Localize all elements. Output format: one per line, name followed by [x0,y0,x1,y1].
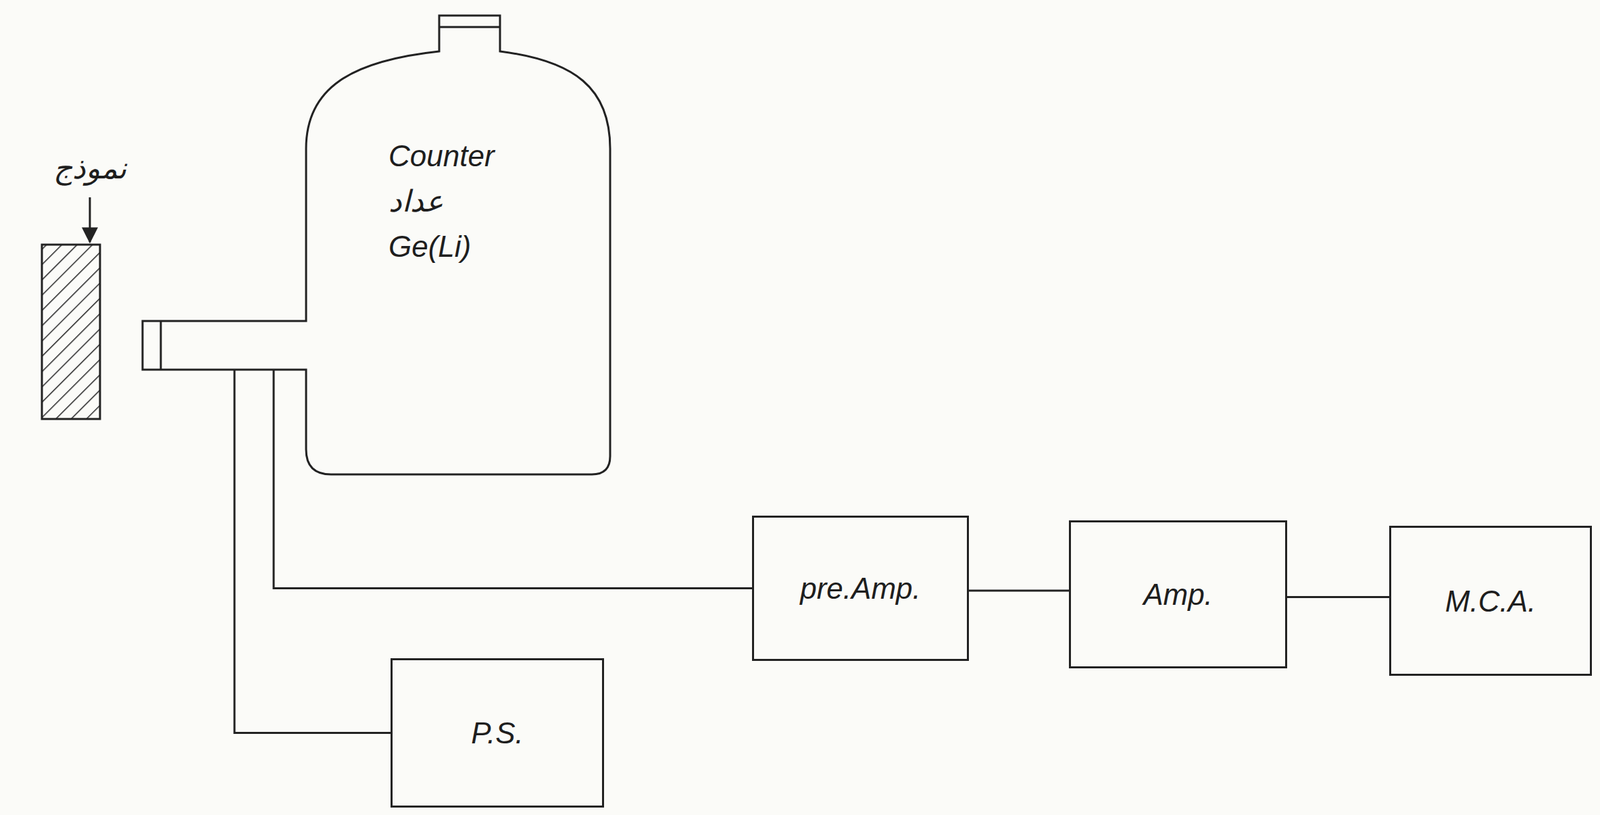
detector-label: Counter [388,137,495,175]
box-label: pre.Amp. [800,569,921,607]
sample-holder: نموذج [22,145,158,419]
signal-wire [968,589,1069,592]
hatched-sample [41,244,100,419]
sample-label: نموذج [53,149,127,187]
detector-label: Ge(Li) [388,227,471,265]
preamplifier-box: pre.Amp. [752,515,969,661]
box-label: M.C.A. [1445,582,1536,620]
sample-drawing [22,145,158,419]
detector-label: عداد [388,182,444,220]
ge-li-detector: Counter عداد Ge(Li) [142,15,611,475]
signal-wire [1287,595,1390,598]
box-label: Amp. [1143,575,1213,613]
detector-outline [142,15,611,475]
detector-window [160,320,163,370]
leader-arrow [89,197,92,242]
detector-body [142,15,611,475]
power-supply-box: P.S. [390,658,605,808]
mca-box: M.C.A. [1389,525,1592,676]
dewar-cap [439,26,500,29]
box-label: P.S. [470,714,523,752]
amplifier-box: Amp. [1068,520,1288,669]
